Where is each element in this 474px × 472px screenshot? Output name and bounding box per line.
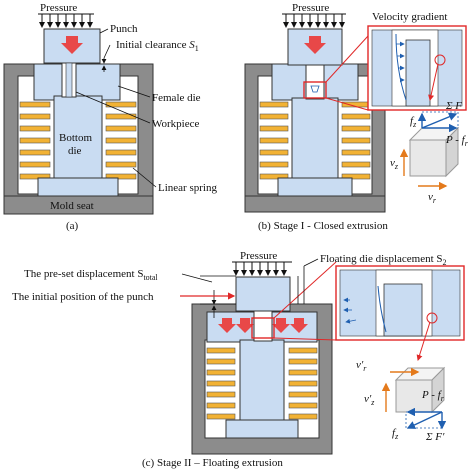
force-cube-c: [381, 366, 447, 430]
sum-f-label-b: Σ F: [445, 100, 462, 112]
sum-f-label-c: Σ F′: [425, 431, 445, 443]
bottom-die-c: [239, 339, 285, 423]
punch-force-arrow-b: [304, 36, 326, 54]
force-cube-b: [399, 111, 460, 191]
pressure-label-a: Pressure: [40, 2, 77, 14]
p-fr-label-c: P - fr: [421, 389, 445, 403]
p-fr-label-b: P - fr: [445, 134, 469, 148]
die-arrow-left-c: [218, 318, 236, 333]
vr-prime-label-c: v′r: [356, 359, 367, 373]
workpiece-label: Workpiece: [152, 118, 199, 130]
punch-label: Punch: [110, 23, 138, 35]
panel-c: Pressure: [12, 250, 465, 469]
linear-spring-label: Linear spring: [158, 182, 217, 194]
mold-seat-label-a: Mold seat: [50, 200, 94, 212]
caption-a: (a): [66, 220, 79, 232]
fz-label-c: fz: [392, 427, 399, 441]
pressure-label-b: Pressure: [292, 2, 329, 14]
springs-a: [19, 101, 137, 180]
female-die-a: [33, 63, 121, 101]
vr-label-b: vr: [428, 191, 437, 205]
punch-force-arrow-a: [61, 36, 83, 54]
caption-b: (b) Stage I - Closed extrusion: [258, 220, 388, 232]
bottom-die-label-2: die: [68, 145, 82, 157]
initial-position-label: The initial position of the punch: [12, 291, 154, 303]
female-die-label: Female die: [152, 92, 201, 104]
bottom-die-base-a: [37, 177, 119, 197]
punch-c: [235, 276, 291, 312]
fz-label-b: fz: [410, 115, 417, 129]
vz-prime-label-c: v′z: [364, 393, 375, 407]
punch-a: [43, 28, 101, 64]
punch-stem-a: [65, 62, 73, 98]
panel-b: Pressure: [244, 2, 469, 232]
die-arrow-mid-c: [236, 318, 254, 333]
die-arrow-far-c: [290, 318, 308, 333]
springs-b: [259, 101, 371, 180]
pressure-arrows-c: [232, 261, 292, 276]
preset-label: The pre-set displacement Stotal: [24, 268, 158, 282]
velocity-zoom-inset: [367, 25, 467, 111]
zoom-inset-c: [335, 265, 465, 361]
bottom-die-label-1: Bottom: [59, 132, 92, 144]
workpiece-c: [253, 310, 273, 342]
die-arrow-right-c: [272, 318, 290, 333]
pressure-arrows-a: [38, 13, 94, 28]
panel-a: Pressure Mold seat Bottom: [3, 2, 217, 232]
vz-label-b: vz: [390, 157, 399, 171]
bottom-die-base-c: [225, 419, 299, 439]
pressure-arrows-b: [282, 13, 346, 28]
initial-clearance-label: Initial clearance S1: [116, 39, 199, 53]
pressure-label-c: Pressure: [240, 250, 277, 262]
floating-label: Floating die displacement S2: [320, 253, 447, 267]
bottom-die-base-b: [277, 177, 353, 197]
highlight-box-b: [303, 81, 327, 99]
springs-c: [206, 347, 318, 420]
velocity-gradient-label: Velocity gradient: [372, 11, 447, 23]
caption-c: (c) Stage II – Floating extrusion: [142, 457, 283, 469]
highlight-box-c: [251, 317, 275, 339]
base-b: [244, 195, 386, 213]
